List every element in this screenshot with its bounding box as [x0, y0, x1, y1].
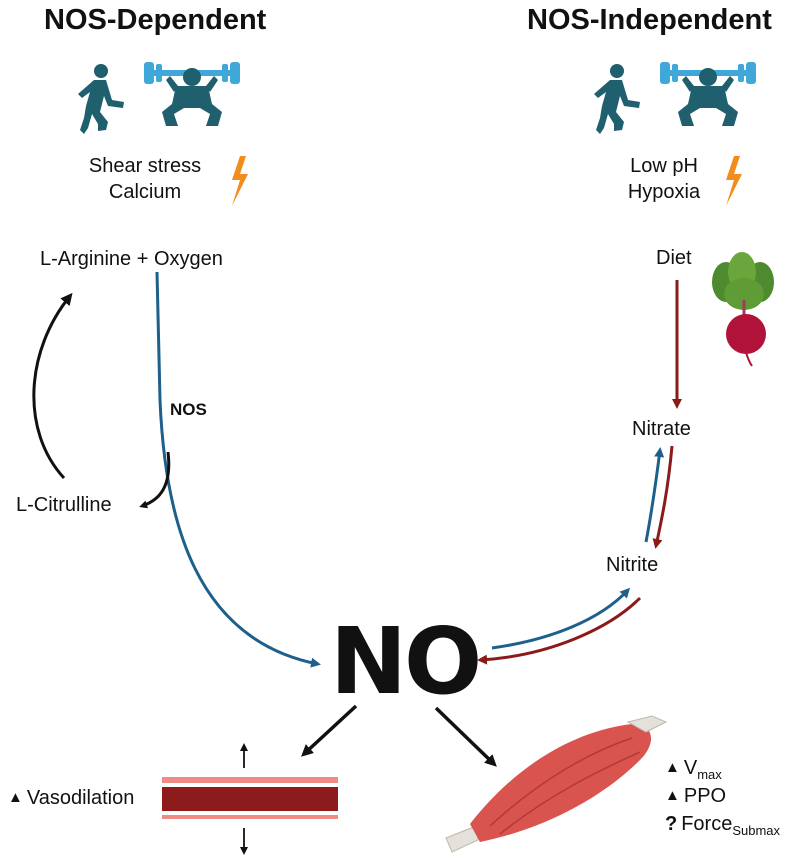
vmax-effect: ▲Vmax [665, 757, 722, 782]
lightning-icon-left [232, 156, 248, 206]
trigger-low-ph: Low pH [630, 155, 698, 177]
vmax-label: V [683, 757, 698, 779]
nitrate-label: Nitrate [632, 418, 691, 440]
substrate-label: L-Arginine + Oxygen [40, 248, 223, 270]
weightlifter-icon-right [660, 62, 756, 126]
blood-vessel-icon [162, 777, 338, 819]
citrulline-branch-arrow [139, 451, 171, 509]
trigger-list-right: Low pH Hypoxia [612, 153, 716, 205]
recycle-arrow [32, 292, 73, 480]
nos-independent-title: NOS-Independent [527, 4, 772, 36]
byproduct-label: L-Citrulline [16, 494, 112, 516]
vasodilation-effect: ▲Vasodilation [8, 787, 134, 810]
enzyme-label: NOS [170, 400, 207, 419]
question-icon: ? [665, 813, 678, 835]
increase-icon: ▲ [8, 789, 23, 806]
lightning-icon-right [726, 156, 742, 206]
weightlifter-icon [144, 62, 240, 126]
nitrite-to-no-arrow [477, 596, 642, 665]
no-to-muscle-arrow [434, 706, 497, 767]
force-effect: ?ForceSubmax [665, 813, 780, 838]
no-to-vessel-arrow [301, 704, 358, 757]
running-person-icon-right [594, 64, 640, 134]
increase-icon: ▲ [665, 787, 680, 804]
trigger-hypoxia: Hypoxia [627, 181, 701, 203]
beetroot-icon [712, 252, 774, 367]
trigger-list-left: Shear stress Calcium [80, 153, 210, 205]
muscle-icon [445, 715, 668, 853]
vasodilation-label: Vasodilation [26, 787, 135, 809]
nitrite-to-nitrate-arrow [644, 447, 665, 543]
vmax-subscript: max [697, 767, 722, 782]
force-label: Force [681, 813, 733, 835]
force-subscript: Submax [732, 823, 781, 838]
nos-dependent-title: NOS-Dependent [44, 4, 267, 36]
nitrite-label: Nitrite [606, 554, 659, 576]
nos-pathway-arrow [155, 271, 321, 668]
increase-icon: ▲ [665, 759, 680, 776]
diet-label: Diet [656, 247, 692, 269]
no-to-nitrite-arrow [491, 587, 631, 650]
trigger-shear-stress: Shear stress [88, 155, 202, 177]
ppo-label: PPO [683, 785, 727, 807]
ppo-effect: ▲PPO [665, 785, 726, 808]
no-label: NO [330, 608, 482, 715]
running-person-icon [78, 64, 124, 134]
nitrate-to-nitrite-arrow [652, 445, 674, 549]
trigger-calcium: Calcium [108, 181, 182, 203]
